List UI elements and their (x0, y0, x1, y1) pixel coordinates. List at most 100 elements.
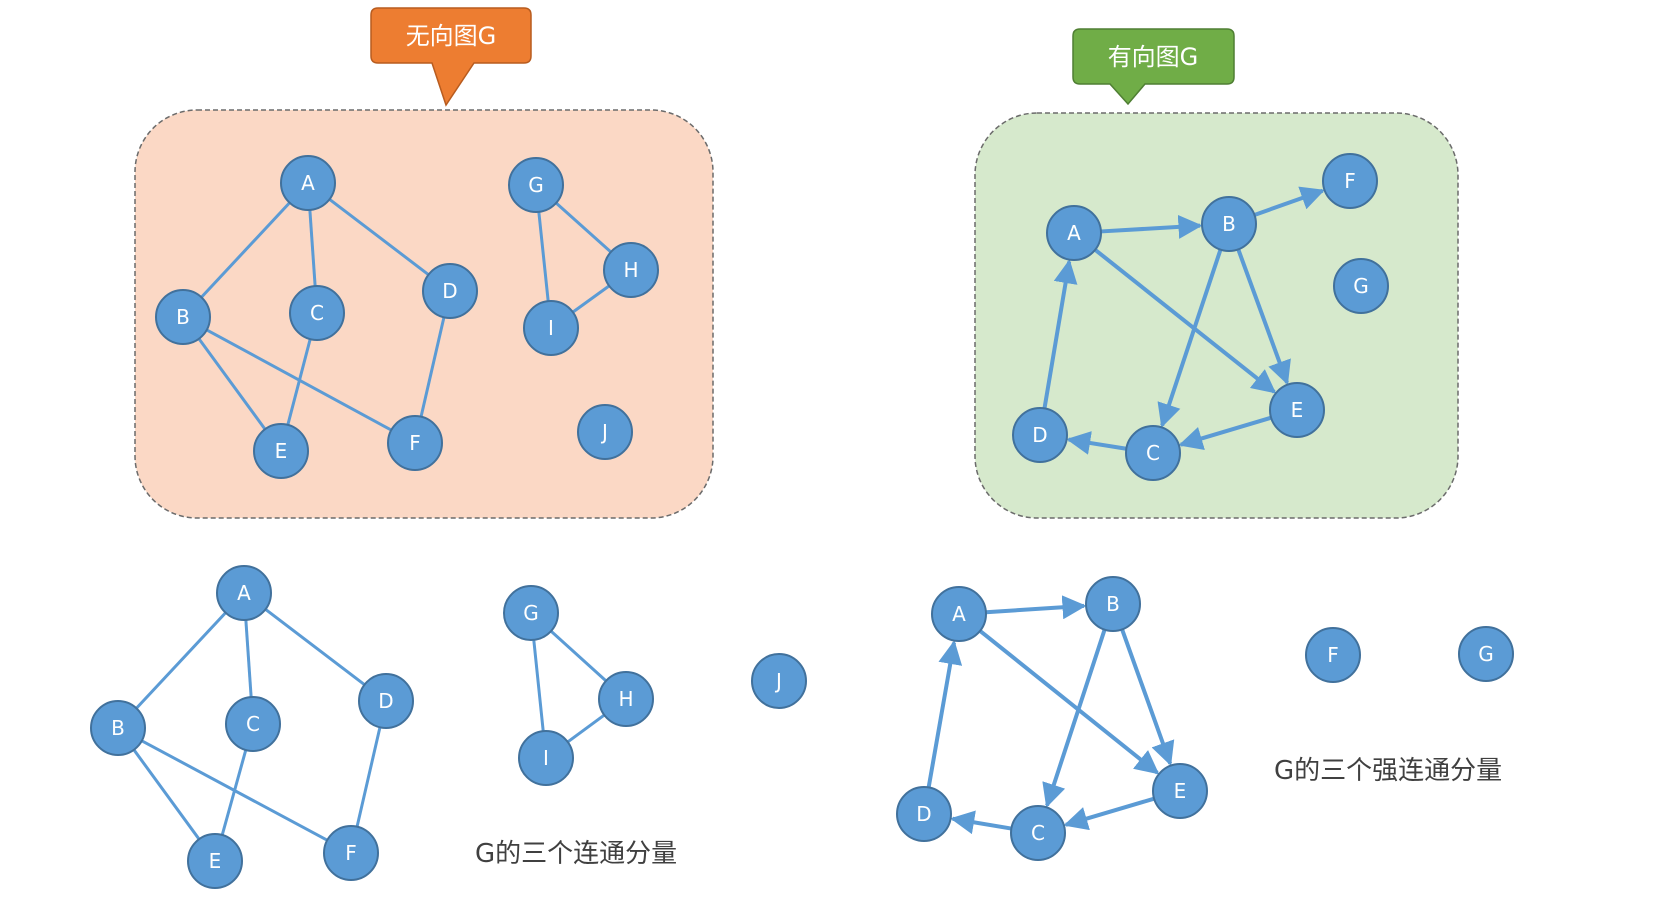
cc0-edge-a-d (264, 608, 366, 686)
directed-node-label-a: A (1067, 221, 1081, 245)
undirected-node-label-e: E (275, 439, 288, 463)
directed-edge-a-e (1093, 248, 1277, 394)
undirected-node-d: D (422, 263, 478, 319)
sc1-node-f: F (1305, 627, 1361, 683)
sc0-node-circle-a (931, 586, 987, 642)
directed-node-circle-a (1046, 205, 1102, 261)
cc0-node-circle-b (90, 700, 146, 756)
cc0-node-circle-e (187, 833, 243, 889)
sc0-node-label-e: E (1174, 779, 1187, 803)
undirected-node-g: G (508, 157, 564, 213)
connected-components-caption: G的三个连通分量 (475, 839, 677, 869)
undirected-node-circle-i (523, 300, 579, 356)
sc0-node-circle-c (1010, 805, 1066, 861)
undirected-node-circle-d (422, 263, 478, 319)
cc1-node-label-i: I (543, 746, 549, 770)
directed-node-e: E (1269, 382, 1325, 438)
sc2-node-label-g: G (1478, 642, 1494, 666)
undirected-node-circle-h (603, 242, 659, 298)
directed-node-circle-f (1322, 153, 1378, 209)
cc0-node-label-a: A (237, 581, 251, 605)
undirected-node-i: I (523, 300, 579, 356)
cc0-edge-a-b (135, 611, 227, 710)
strong-components-caption: G的三个强连通分量 (1274, 756, 1502, 786)
sc2-node-g: G (1458, 626, 1514, 682)
cc1-edge-h-i (566, 713, 606, 744)
sc0-node-circle-e (1152, 763, 1208, 819)
sc2-node-circle-g (1458, 626, 1514, 682)
undirected-node-a: A (280, 155, 336, 211)
undirected-node-label-c: C (310, 301, 324, 325)
cc0-node-a: A (216, 565, 272, 621)
sc0-node-a: A (931, 586, 987, 642)
undirected-edge-a-c (308, 209, 317, 287)
sc0-node-label-d: D (916, 802, 931, 826)
undirected-edge-h-i (571, 284, 611, 314)
undirected-callout-label: 无向图G (406, 22, 497, 50)
undirected-node-c: C (289, 285, 345, 341)
cc1-node-circle-h (598, 671, 654, 727)
cc1-edge-g-h (550, 630, 607, 682)
directed-node-a: A (1046, 205, 1102, 261)
undirected-node-label-b: B (176, 305, 190, 329)
sc0-node-circle-d (896, 786, 952, 842)
undirected-node-circle-f (387, 415, 443, 471)
undirected-node-h: H (603, 242, 659, 298)
cc0-edge-a-c (244, 619, 253, 698)
directed-edge-b-f (1253, 186, 1325, 217)
cc0-edge-d-f (355, 726, 382, 828)
undirected-node-circle-g (508, 157, 564, 213)
undirected-node-e: E (253, 423, 309, 479)
sc1-node-circle-f (1305, 627, 1361, 683)
sc0-node-c: C (1010, 805, 1066, 861)
undirected-node-f: F (387, 415, 443, 471)
sc0-edge-a-e (978, 629, 1160, 775)
directed-graph-region (974, 112, 1459, 519)
undirected-edge-a-d (328, 198, 430, 276)
directed-node-circle-b (1201, 196, 1257, 252)
directed-node-label-g: G (1353, 274, 1369, 298)
cc1-node-g: G (503, 585, 559, 641)
cc1-node-circle-g (503, 585, 559, 641)
cc0-edge-b-e (132, 748, 201, 841)
directed-node-label-e: E (1291, 398, 1304, 422)
directed-node-label-d: D (1032, 423, 1047, 447)
undirected-node-label-f: F (409, 431, 421, 455)
cc2-node-circle-j (751, 653, 807, 709)
cc0-node-label-c: C (246, 712, 260, 736)
cc0-node-circle-d (358, 673, 414, 729)
directed-node-label-c: C (1146, 441, 1160, 465)
undirected-edge-g-h (555, 201, 612, 254)
cc1-node-circle-i (518, 730, 574, 786)
directed-edge-a-b (1100, 214, 1203, 239)
sc0-node-label-c: C (1031, 821, 1045, 845)
cc0-node-label-d: D (378, 689, 393, 713)
directed-node-circle-d (1012, 407, 1068, 463)
cc0-node-circle-c (225, 696, 281, 752)
cc2-node-label-j: J (774, 669, 782, 693)
undirected-node-circle-j (577, 404, 633, 460)
undirected-node-label-h: H (623, 258, 638, 282)
directed-node-circle-e (1269, 382, 1325, 438)
sc0-node-b: B (1085, 576, 1141, 632)
sc1-node-label-f: F (1327, 643, 1339, 667)
directed-node-f: F (1322, 153, 1378, 209)
cc0-node-circle-f (323, 825, 379, 881)
cc2-node-j: J (751, 653, 807, 709)
edge-layer (132, 186, 1325, 842)
cc0-node-label-b: B (111, 716, 125, 740)
undirected-edge-d-f (419, 316, 446, 418)
cc0-edge-c-e (220, 749, 248, 836)
undirected-node-label-j: J (600, 420, 608, 444)
directed-node-label-b: B (1222, 212, 1236, 236)
cc0-node-label-e: E (209, 849, 222, 873)
undirected-edge-b-e (197, 337, 267, 431)
directed-node-circle-c (1125, 425, 1181, 481)
undirected-node-circle-a (280, 155, 336, 211)
sc0-edge-e-c (1063, 796, 1155, 831)
cc0-node-d: D (358, 673, 414, 729)
cc1-edge-g-i (532, 639, 545, 732)
undirected-node-circle-b (155, 289, 211, 345)
undirected-node-j: J (577, 404, 633, 460)
